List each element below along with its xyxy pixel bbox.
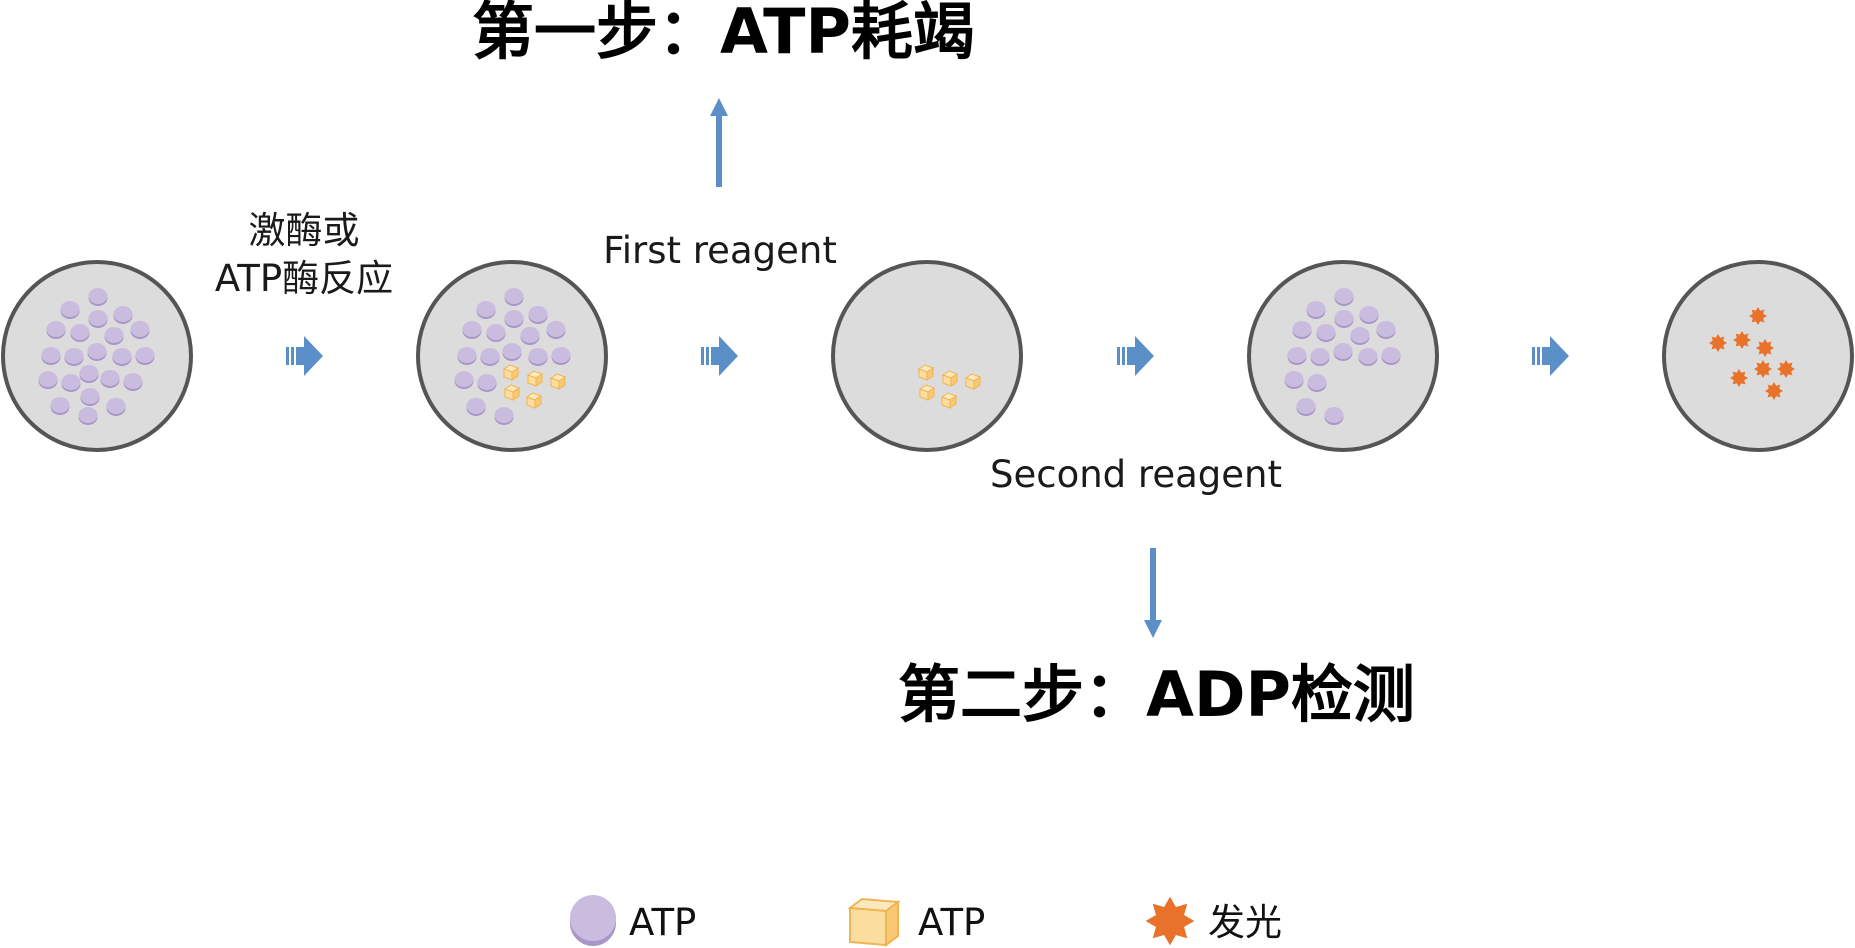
first-reagent-arrow [701,336,738,376]
well-5 [1662,260,1854,452]
legend-light-burst-icon [1145,896,1195,946]
legend-label-atp-disc: ATP [629,901,696,944]
legend-atp-disc-icon [570,895,616,946]
second-reagent-arrow [1117,336,1154,376]
step1-title: 第一步：ATP耗竭 [472,0,975,68]
first-reagent-label: First reagent [603,229,837,272]
second-reagent-label: Second reagent [990,453,1282,496]
well-3 [831,260,1023,452]
reaction-label-line2: ATP酶反应 [215,257,393,300]
well-2 [416,260,608,452]
reaction-label-line1: 激酶或 [249,209,360,252]
well-1 [1,260,193,452]
step2-down-arrow [1144,548,1162,638]
reaction-arrow [286,336,323,376]
legend-label-light: 发光 [1208,901,1282,944]
step2-title: 第二步：ADP检测 [898,658,1415,731]
well-4 [1247,260,1439,452]
legend-label-atp-cube: ATP [918,901,985,944]
legend-atp-cube-icon [847,897,901,947]
legend: ATP ATP 发光 [570,895,1282,947]
detection-arrow [1532,336,1569,376]
step1-up-arrow [710,98,728,187]
